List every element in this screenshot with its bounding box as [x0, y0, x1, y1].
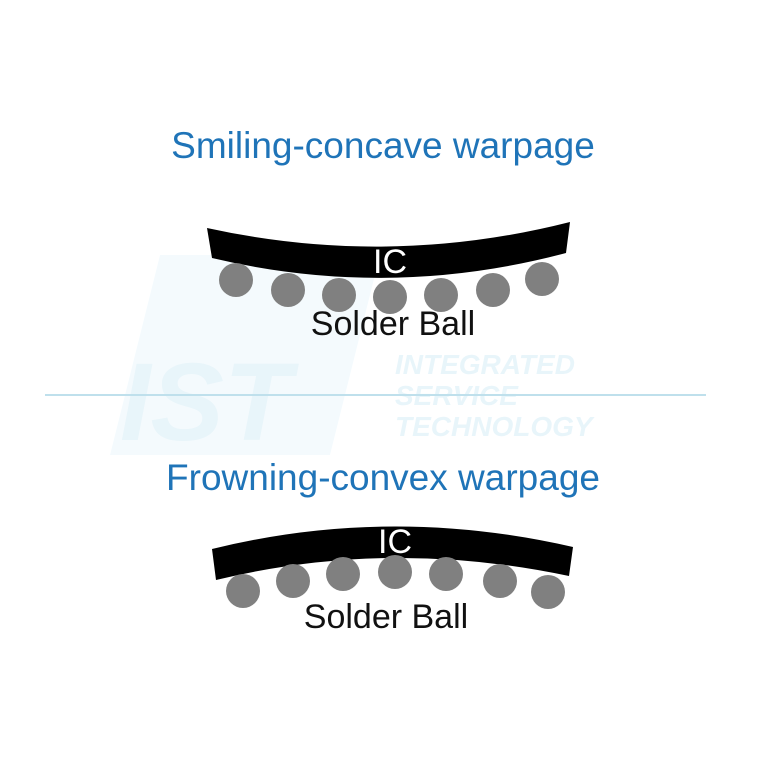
solder-ball — [219, 263, 253, 297]
solder-ball — [373, 280, 407, 314]
watermark-logo: IST INTEGRATED SERVICE TECHNOLOGY — [110, 255, 595, 464]
solder-ball — [378, 555, 412, 589]
solder-ball — [483, 564, 517, 598]
solder-ball-label: Solder Ball — [304, 598, 468, 636]
solder-ball — [429, 557, 463, 591]
panel-frowning-convex: Frowning-convex warpage IC Solder Ball — [166, 457, 600, 636]
watermark-line: INTEGRATED — [395, 349, 575, 380]
solder-ball — [326, 557, 360, 591]
ic-label: IC — [373, 243, 407, 281]
solder-ball — [525, 262, 559, 296]
solder-ball — [276, 564, 310, 598]
ic-label: IC — [378, 523, 412, 561]
solder-ball — [424, 278, 458, 312]
solder-ball — [226, 574, 260, 608]
watermark-logo-letters: IST — [120, 341, 299, 464]
watermark-line: TECHNOLOGY — [395, 411, 595, 442]
solder-ball — [476, 273, 510, 307]
panel-title: Smiling-concave warpage — [171, 125, 595, 166]
solder-ball — [531, 575, 565, 609]
panel-smiling-concave: Smiling-concave warpage IC Solder Ball — [171, 125, 595, 343]
solder-balls — [219, 262, 559, 314]
panel-title: Frowning-convex warpage — [166, 457, 600, 498]
ic-die — [212, 526, 573, 580]
solder-ball — [322, 278, 356, 312]
solder-ball-label: Solder Ball — [311, 305, 475, 343]
solder-ball — [271, 273, 305, 307]
solder-balls — [226, 555, 565, 609]
ic-die — [207, 222, 570, 278]
